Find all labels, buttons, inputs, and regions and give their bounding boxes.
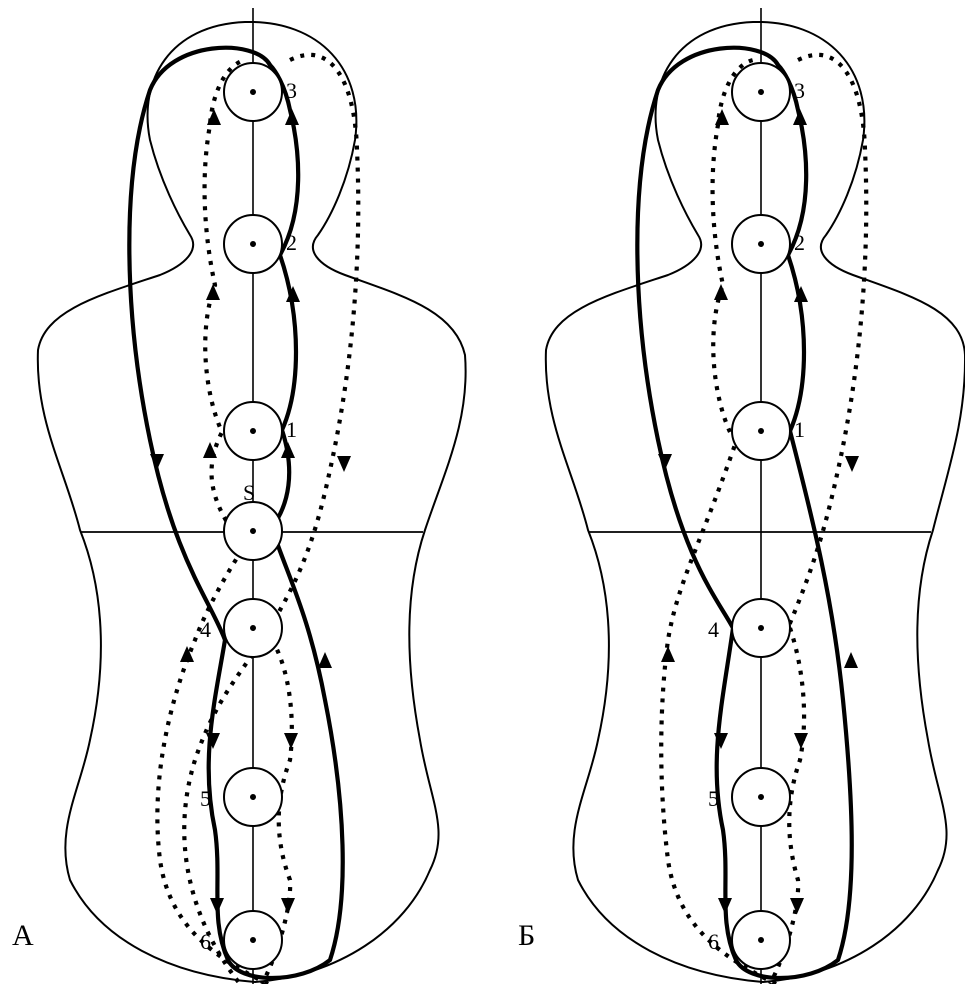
panel-label-a: А [12, 919, 34, 952]
node-label: 2 [286, 230, 297, 255]
arrow-down-dotted [284, 733, 298, 749]
panel-b: 3 2 1 4 5 6 Б [518, 8, 965, 984]
arrow-down-dotted [281, 898, 295, 914]
node-6: 6 [200, 911, 282, 969]
arrow-up-dotted [661, 646, 675, 662]
arrow-up-solid [285, 109, 299, 125]
node-s: S [224, 480, 282, 560]
arrow-up-solid [318, 652, 332, 668]
arrow-down-dotted [337, 456, 351, 472]
node-label: 4 [708, 617, 719, 642]
arrow-down-solid [658, 454, 672, 470]
arrow-up-solid [281, 442, 295, 458]
solid-channel-outer [637, 48, 851, 978]
body-outline [546, 22, 965, 982]
node-label: 1 [286, 417, 297, 442]
node-2: 2 [224, 215, 297, 273]
panel-a: 3 2 1 S 4 5 6 А [12, 8, 466, 984]
arrow-up-solid [793, 109, 807, 125]
node-label: 6 [708, 929, 719, 954]
node-6: 6 [708, 911, 790, 969]
arrow-down-solid [150, 454, 164, 470]
node-2: 2 [732, 215, 805, 273]
node-label: 5 [200, 786, 211, 811]
node-4: 4 [200, 599, 282, 657]
node-label: 3 [286, 78, 297, 103]
arrow-down-dotted [790, 898, 804, 914]
arrow-up-solid [844, 652, 858, 668]
node-label: 1 [794, 417, 805, 442]
arrow-up-dotted [207, 109, 221, 125]
node-label: 4 [200, 617, 211, 642]
arrow-down-dotted [794, 733, 808, 749]
node-3: 3 [224, 63, 297, 121]
arrow-up-dotted [206, 284, 220, 300]
node-3: 3 [732, 63, 805, 121]
node-label: 5 [708, 786, 719, 811]
panel-label-b: Б [518, 919, 535, 952]
arrow-up-dotted [714, 284, 728, 300]
dotted-channel-outer [788, 55, 866, 628]
arrow-down-solid [210, 898, 224, 914]
node-label: 6 [200, 929, 211, 954]
arrow-down-dotted [845, 456, 859, 472]
arrow-down-solid [718, 898, 732, 914]
node-label: 2 [794, 230, 805, 255]
node-label: S [243, 480, 255, 505]
node-label: 3 [794, 78, 805, 103]
